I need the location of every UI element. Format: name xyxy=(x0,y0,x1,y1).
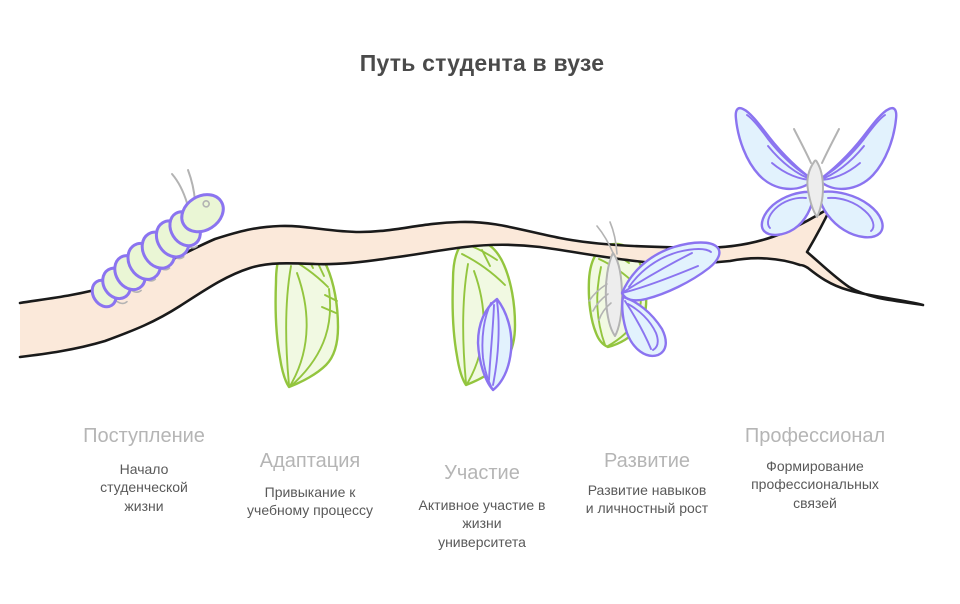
stage-description-professional: Формирование профессиональных связей xyxy=(751,458,879,511)
emerging-butterfly-icon xyxy=(588,221,721,358)
caterpillar-eye xyxy=(202,200,210,208)
stage-description-admission: Начало студенческой жизни xyxy=(100,461,188,514)
stage-description-adaptation: Привыкание к учебному процессу xyxy=(247,484,373,519)
chrysalis-wing-icon xyxy=(451,238,517,392)
stage-description-participation: Активное участие в жизни университета xyxy=(418,497,546,550)
caterpillar-icon xyxy=(90,169,225,309)
stage-label-participation: Участие xyxy=(444,462,520,484)
butterfly-icon xyxy=(734,106,898,239)
branch-illustration xyxy=(18,205,925,359)
stage-label-adaptation: Адаптация xyxy=(259,450,361,472)
stage-label-admission: Поступление xyxy=(83,425,205,447)
page-title: Путь студента в вузе xyxy=(359,50,605,76)
stage-label-professional: Профессионал xyxy=(744,425,886,447)
stage-label-development: Развитие xyxy=(604,450,690,472)
stage-description-development: Развитие навыков и личностный рост xyxy=(585,482,709,517)
